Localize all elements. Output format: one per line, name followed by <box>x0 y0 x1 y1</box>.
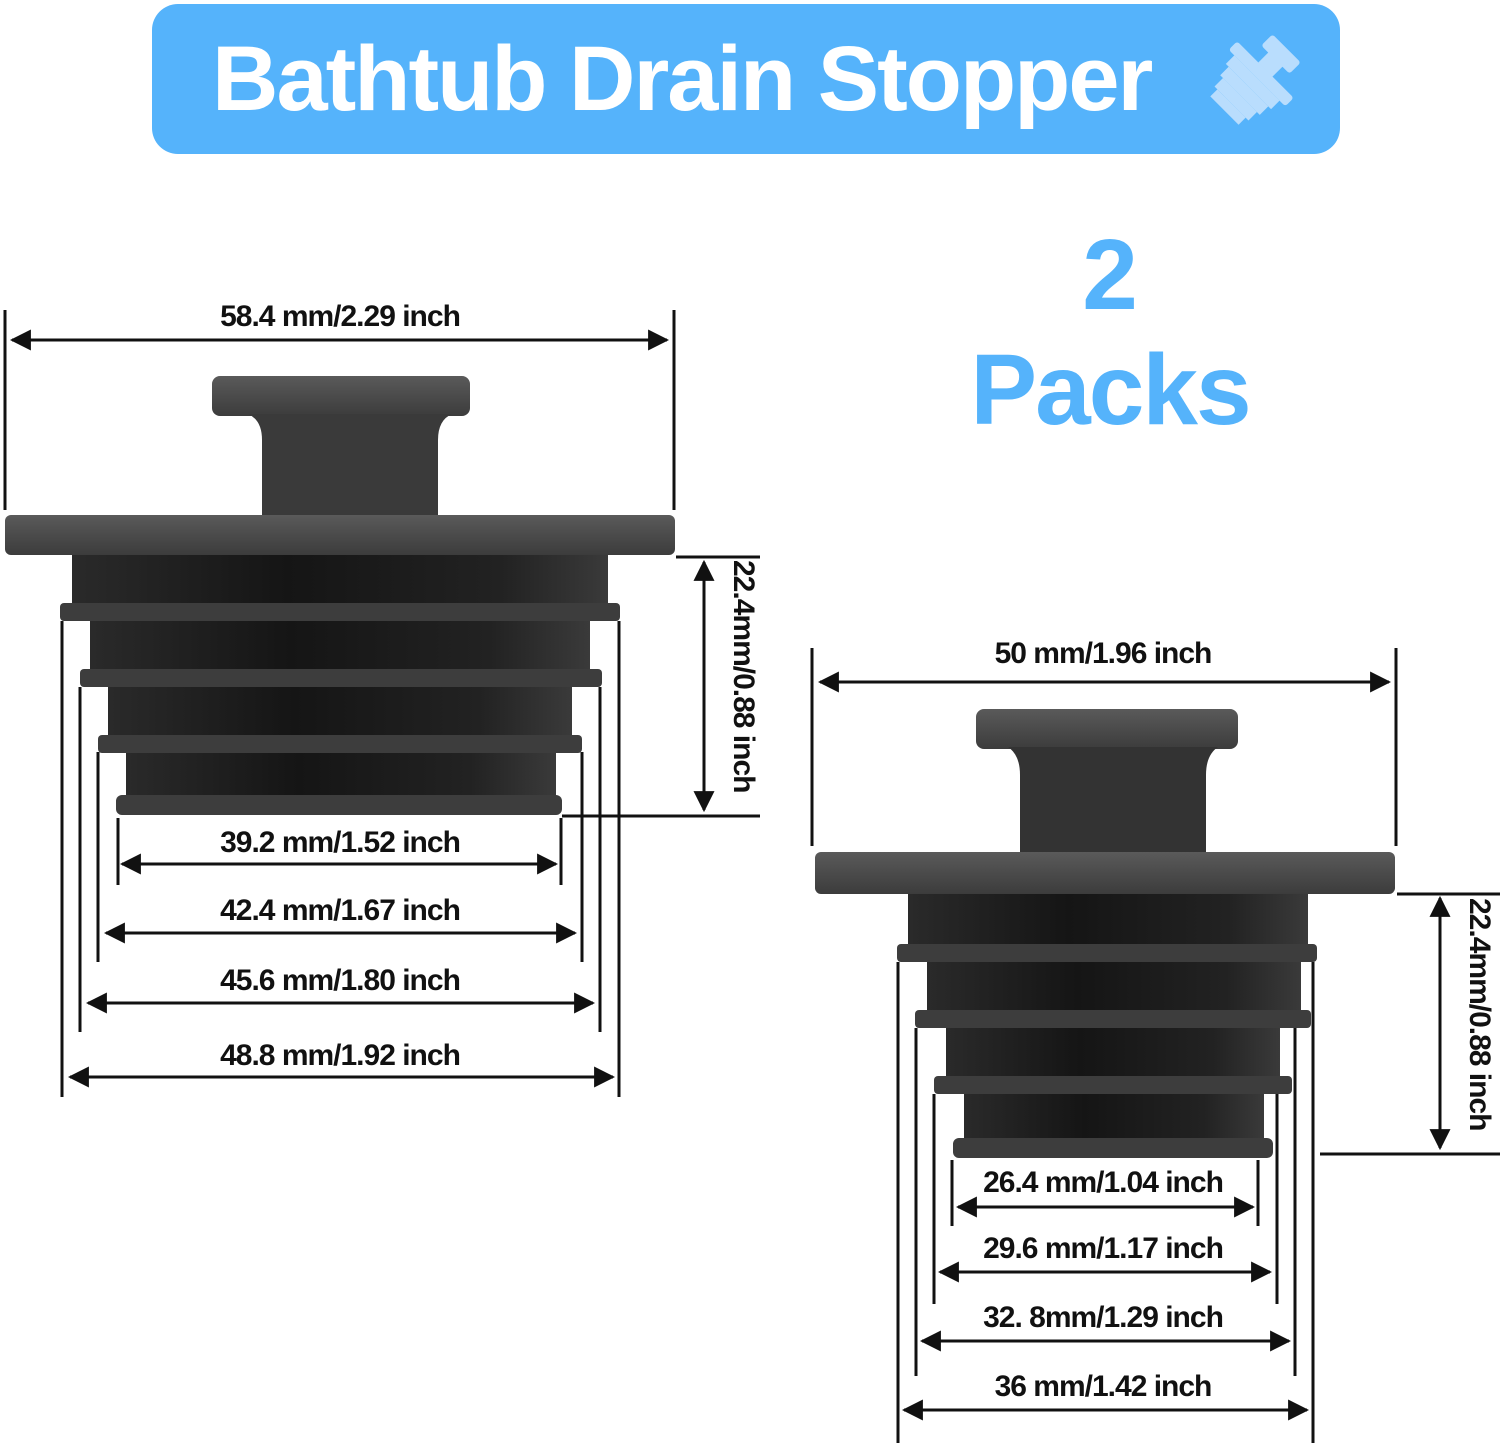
small-height-label: 22.4mm/0.88 inch <box>1463 898 1496 1131</box>
small-stopper <box>815 709 1395 1158</box>
small-ring-2-label: 29.6 mm/1.17 inch <box>983 1232 1224 1265</box>
title-banner: Bathtub Drain Stopper <box>152 4 1340 154</box>
small-ring-1-label: 26.4 mm/1.04 inch <box>983 1166 1224 1199</box>
large-top-diameter-label: 58.4 mm/2.29 inch <box>220 300 461 333</box>
banner-title: Bathtub Drain Stopper <box>212 28 1153 130</box>
large-stopper <box>5 376 675 815</box>
drain-stopper-icon <box>1210 35 1300 125</box>
small-ring-3-label: 32. 8mm/1.29 inch <box>983 1301 1224 1334</box>
pack-count-number: 2 <box>1082 219 1138 331</box>
large-dimension-lines <box>3 310 760 1097</box>
small-dimension-lines <box>810 648 1500 1443</box>
large-ring-3-label: 45.6 mm/1.80 inch <box>220 964 461 997</box>
small-ring-4-label: 36 mm/1.42 inch <box>994 1370 1213 1403</box>
large-ring-1-label: 39.2 mm/1.52 inch <box>220 826 461 859</box>
large-ring-2-label: 42.4 mm/1.67 inch <box>220 894 461 927</box>
large-ring-4-label: 48.8 mm/1.92 inch <box>220 1039 461 1072</box>
pack-count: 2 Packs <box>940 220 1280 450</box>
large-height-label: 22.4mm/0.88 inch <box>727 560 760 793</box>
pack-count-label: Packs <box>970 334 1251 446</box>
small-top-diameter-label: 50 mm/1.96 inch <box>994 637 1213 670</box>
